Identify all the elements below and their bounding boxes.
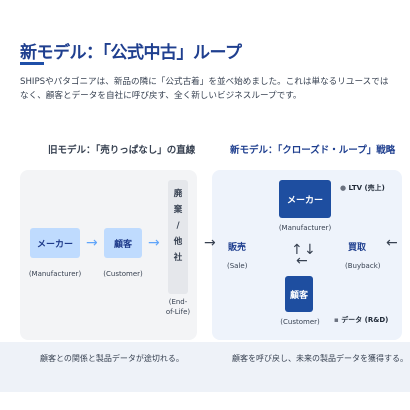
old-maker-label: メーカー	[36, 239, 73, 250]
old-maker-sub: (Manufacturer)	[28, 270, 82, 278]
buyback-sub: (Buyback)	[345, 262, 381, 270]
old-customer-box: 顧客	[104, 228, 142, 258]
arrow-right-icon: →	[204, 235, 216, 251]
page-description: SHIPSやパタゴニアは、新品の隣に「公式古着」を並べ始めました。これは単なるリ…	[20, 77, 389, 101]
new-customer-label: 顧客	[289, 290, 308, 301]
new-maker-sub: (Manufacturer)	[278, 224, 332, 232]
old-model-footer: 顧客との関係と製品データが途切れる。	[40, 354, 184, 363]
old-model-heading: 旧モデル：「売りっぱなし」の直線	[48, 145, 196, 156]
end-of-life-box	[168, 180, 188, 294]
arrow-down-icon: ↓	[304, 242, 316, 258]
old-customer-sub: (Customer)	[103, 270, 143, 278]
new-model-footer: 顧客を呼び戻し、未来の製品データを獲得する。	[232, 354, 408, 363]
old-maker-box: メーカー	[30, 228, 80, 258]
arrow-left-icon: ←	[386, 235, 398, 251]
page-title: 新モデル：「公式中古」ループ	[20, 43, 242, 63]
arrow-right-icon: →	[148, 235, 160, 251]
chart-icon: ▪	[334, 316, 339, 324]
arrow-left-icon: ←	[296, 253, 308, 269]
arrow-right-icon: →	[86, 235, 98, 251]
new-customer-sub: (Customer)	[280, 318, 320, 326]
footer-band	[0, 342, 410, 392]
coin-icon: ●	[340, 184, 347, 192]
new-maker-box: メーカー	[279, 180, 331, 218]
new-customer-box: 顧客	[285, 276, 313, 312]
sale-sub: (Sale)	[227, 262, 248, 270]
arrow-up-icon: ↑	[291, 242, 303, 258]
end-of-life-label: 廃 棄 / 他 社	[173, 189, 183, 263]
new-model-heading: 新モデル：「クローズド・ループ」戦略	[230, 145, 396, 156]
buyback-label: 買取	[348, 243, 367, 253]
end-of-life-sub1: (End-	[168, 298, 188, 306]
old-customer-label: 顧客	[113, 239, 132, 250]
sale-label: 販売	[228, 243, 247, 253]
data-tag: ▪ データ (R&D)	[334, 316, 389, 324]
title-underline	[20, 62, 44, 65]
end-of-life-sub2: of-Life)	[165, 308, 191, 316]
ltv-tag: ● LTV (売上)	[340, 184, 385, 192]
new-maker-label: メーカー	[286, 195, 323, 206]
